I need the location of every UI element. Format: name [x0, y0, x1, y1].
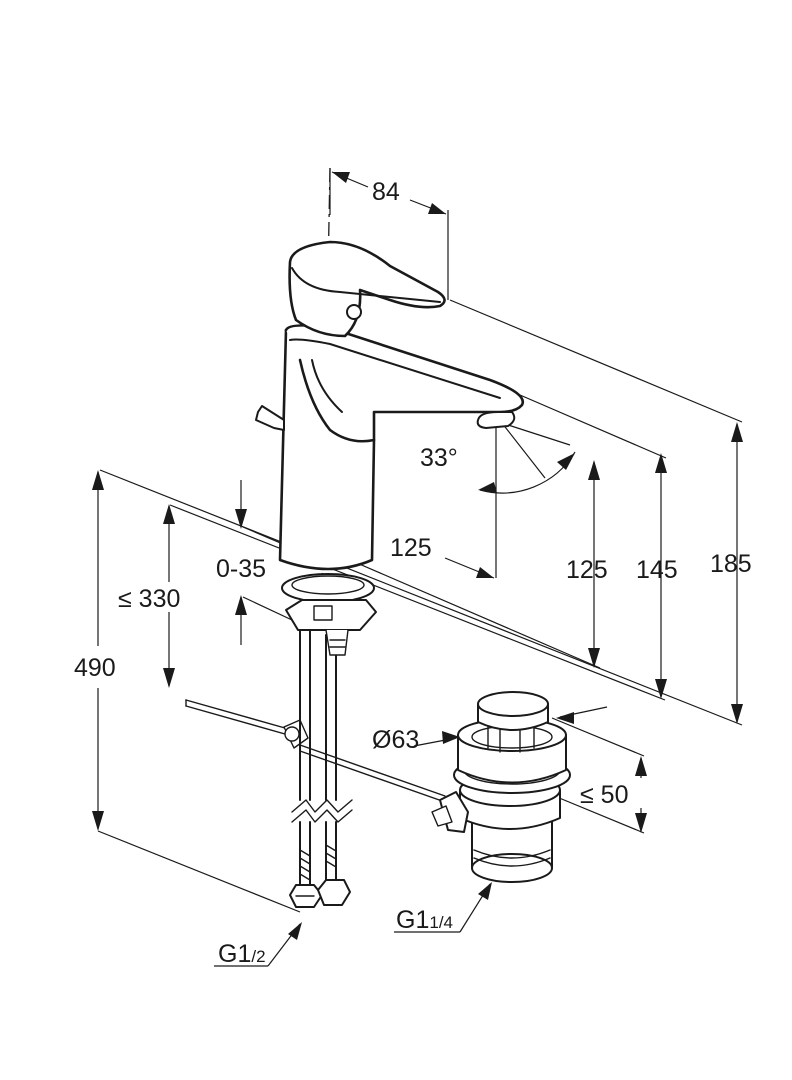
label-hose-length: 490 [74, 654, 116, 682]
label-outlet-height: 125 [566, 556, 608, 584]
label-spout-height: 145 [636, 556, 678, 584]
label-body-offset: 125 [390, 534, 432, 562]
supply-hoses [289, 629, 353, 908]
label-waste-thread: G11/4 [396, 906, 453, 934]
faucet-body [255, 240, 525, 656]
label-max-depth: ≤ 330 [118, 585, 180, 613]
label-waste-diameter: Ø63 [372, 726, 419, 754]
label-adjust-range: 0-35 [216, 555, 266, 583]
popup-rod [185, 699, 446, 803]
label-hose-thread: G1/2 [218, 940, 266, 968]
label-total-height: 185 [710, 550, 752, 578]
label-waste-height: ≤ 50 [580, 781, 628, 809]
popup-waste [431, 691, 571, 883]
label-spout-reach: 84 [372, 178, 400, 206]
dimension-labels: 84 33° 125 125 145 185 0-35 ≤ 330 490 Ø6… [74, 178, 752, 968]
label-spout-angle: 33° [420, 444, 458, 472]
